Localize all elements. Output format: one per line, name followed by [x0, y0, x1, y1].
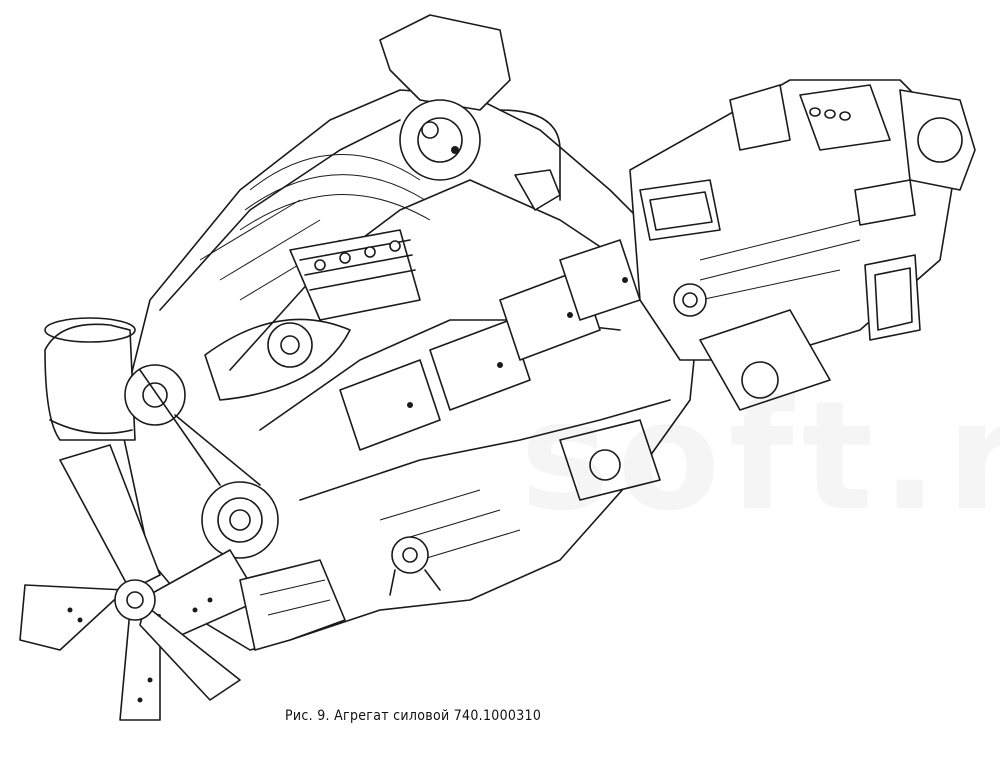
air-compressor	[379, 14, 561, 211]
gearbox	[629, 79, 976, 361]
cooling-fan	[19, 444, 261, 721]
cylinder-heads	[339, 239, 641, 451]
figure-caption: Рис. 9. Агрегат силовой 740.1000310	[285, 708, 542, 724]
air-filter-housing	[44, 317, 136, 441]
starter-motor	[559, 309, 831, 501]
fuel-injection-pump	[239, 154, 431, 321]
pulleys-and-belt	[124, 318, 351, 559]
watermark-text: soft.ru	[520, 370, 1000, 544]
timing-case	[239, 536, 441, 651]
